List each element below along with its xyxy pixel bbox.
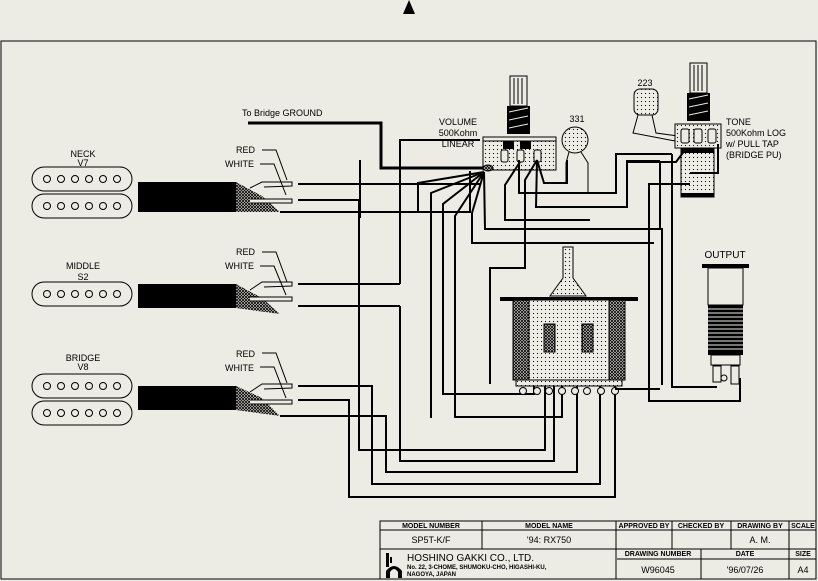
middle-white-route: [399, 306, 555, 462]
company-logo-icon: [386, 553, 402, 578]
vol-to-switch-wire: [489, 159, 538, 384]
header-drawing-by: DRAWING BY: [737, 523, 783, 530]
tone-pull-tap: w/ PULL TAP: [725, 139, 779, 149]
middle-pickup-model: S2: [77, 272, 88, 282]
company-address-line1: No. 22, 3-CHOME, SHUMOKU-CHO, HIGASHI-KU…: [407, 565, 547, 571]
capacitor-223: 223: [632, 78, 679, 142]
output-jack: OUTPUT: [702, 250, 749, 385]
bridge-red-wire: [298, 385, 601, 485]
header-date: DATE: [736, 551, 755, 558]
vol-mid-lug-wire: [504, 161, 590, 221]
tone-label: TONE: [726, 117, 751, 127]
bridge-white-wire: [298, 385, 616, 498]
tone-bridge-note: (BRIDGE PU): [726, 150, 782, 160]
volume-taper: LINEAR: [442, 139, 475, 149]
header-approved-by: APPROVED BY: [619, 523, 670, 530]
neck-pickup: NECK V7 RED WHITE: [31, 145, 293, 219]
bridge-red-label: RED: [236, 349, 256, 359]
neck-shield-wire: [280, 171, 471, 213]
ground-wire: [248, 121, 484, 170]
title-block: MODEL NUMBER MODEL NAME APPROVED BY CHEC…: [379, 520, 817, 580]
capacitor-331-label: 331: [569, 114, 584, 124]
neck-red-label: RED: [236, 145, 256, 155]
header-model-name: MODEL NAME: [525, 523, 573, 530]
header-checked-by: CHECKED BY: [678, 523, 725, 530]
middle-red-label: RED: [236, 247, 256, 257]
neck-pickup-model: V7: [77, 158, 88, 168]
drawing-border: [0, 40, 817, 580]
header-model-number: MODEL NUMBER: [402, 523, 460, 530]
output-hot-wire: [671, 154, 717, 388]
header-size: SIZE: [795, 551, 811, 558]
volume-value: 500Kohm: [439, 128, 478, 138]
tone-value: 500Kohm LOG: [726, 128, 786, 138]
vol-out-wire: [518, 153, 672, 194]
vol-cap-wire-a: [536, 159, 568, 184]
bridge-pickup-name: BRIDGE: [66, 353, 101, 363]
tone-tap-wire-b: [648, 183, 741, 402]
drawing-by-value: A. M.: [749, 535, 770, 545]
volume-pot: VOLUME 500Kohm LINEAR: [439, 75, 557, 172]
bridge-shield-wire: [280, 385, 578, 473]
size-value: A4: [797, 565, 808, 575]
model-number-value: SP5T-K/F: [411, 535, 451, 545]
tone-lug-wire: [627, 149, 686, 163]
neck-white-wire: [298, 199, 546, 451]
company-address-line2: NAGOYA, JAPAN: [407, 572, 456, 578]
bridge-white-label: WHITE: [225, 363, 254, 373]
middle-pickup-name: MIDDLE: [66, 261, 100, 271]
capacitor-331: 331: [561, 114, 589, 193]
header-drawing-number: DRAWING NUMBER: [625, 551, 692, 558]
tone-tap-wire-a: [690, 144, 719, 174]
bridge-pickup: BRIDGE V8 RED WHITE: [31, 349, 293, 426]
north-arrow-icon: [403, 0, 415, 14]
output-label: OUTPUT: [704, 250, 745, 261]
middle-white-label: WHITE: [225, 261, 254, 271]
company-name: HOSHINO GAKKI CO., LTD.: [407, 553, 534, 564]
ground-label: To Bridge GROUND: [242, 108, 323, 118]
tone-pot: TONE 500Kohm LOG w/ PULL TAP (BRIDGE PU): [674, 62, 786, 198]
header-scale: SCALE: [791, 523, 815, 530]
bridge-pickup-model: V8: [77, 362, 88, 372]
volume-label: VOLUME: [439, 117, 477, 127]
model-name-value: '94: RX750: [527, 535, 571, 545]
neck-pickup-name: NECK: [70, 149, 95, 159]
drawing-number-value: W96045: [641, 565, 675, 575]
middle-pickup: MIDDLE S2 RED WHITE: [31, 247, 293, 314]
date-value: '96/07/26: [727, 565, 764, 575]
capacitor-223-label: 223: [637, 78, 652, 88]
five-way-switch: [500, 246, 638, 395]
middle-red-route: [399, 139, 480, 284]
neck-white-label: WHITE: [225, 159, 254, 169]
